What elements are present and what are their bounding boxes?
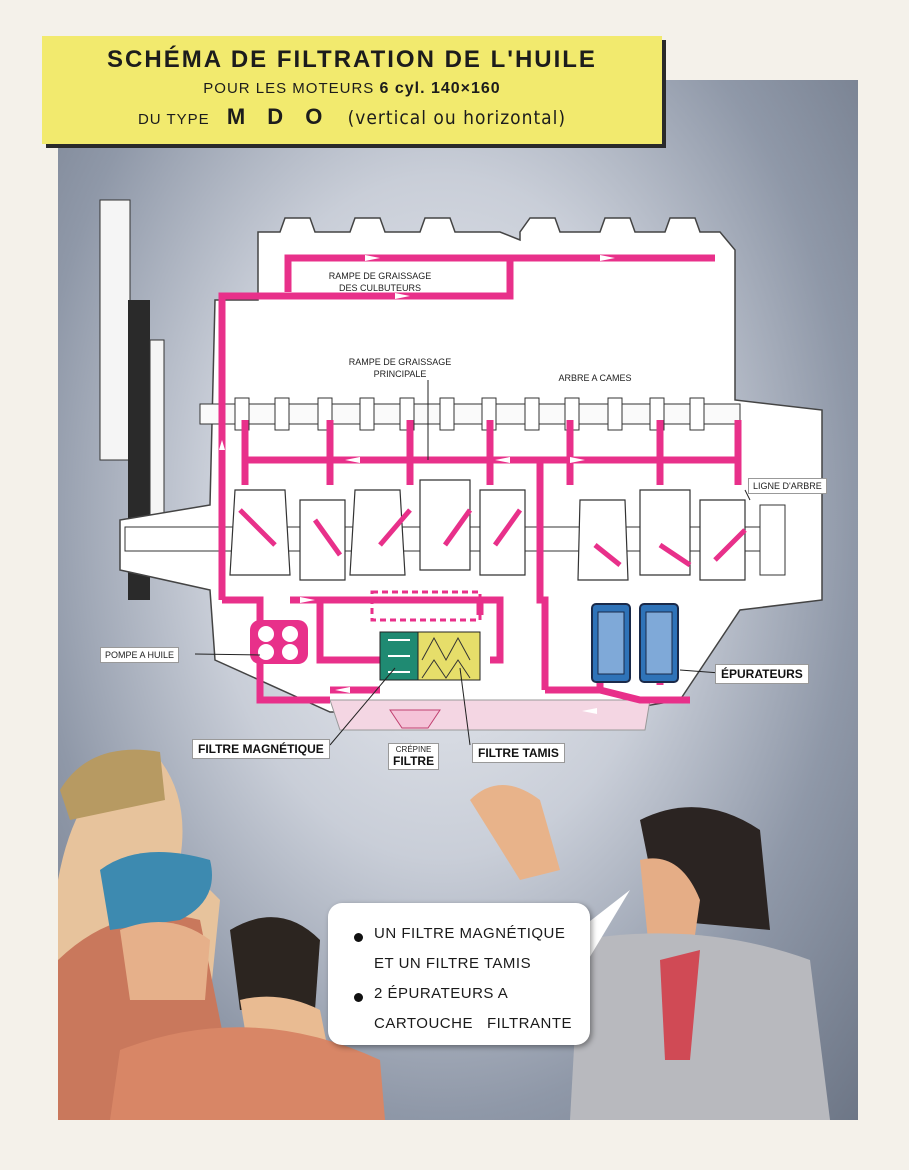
title-line3-pre: DU TYPE	[137, 111, 210, 128]
label-crepine: CRÉPINE	[395, 745, 432, 754]
label-rampe-culbuteurs-2: DES CULBUTEURS	[338, 283, 421, 293]
bullet-2	[354, 993, 363, 1002]
label-rampe-culbuteurs: RAMPE DE GRAISSAGE DES CULBUTEURS	[315, 270, 445, 294]
screen-filter	[417, 631, 481, 681]
bullet-1	[354, 933, 363, 942]
bypass-box	[370, 590, 482, 622]
title-main: SCHÉMA DE FILTRATION DE L'HUILE	[107, 46, 597, 73]
speech-bubble: UN FILTRE MAGNÉTIQUE ET UN FILTRE TAMIS …	[328, 903, 590, 1045]
label-rampe-culbuteurs-1: RAMPE DE GRAISSAGE	[328, 271, 432, 281]
oil-sump	[329, 699, 651, 731]
bubble-tail	[585, 890, 630, 960]
label-rampe-principale-2: PRINCIPALE	[373, 369, 427, 379]
crepine-filter	[389, 709, 441, 729]
camshaft	[199, 403, 741, 425]
bubble-line-1: UN FILTRE MAGNÉTIQUE	[374, 925, 566, 942]
label-crepine-filtre: CRÉPINE FILTRE	[388, 743, 440, 770]
label-filtre-magnetique: FILTRE MAGNÉTIQUE	[192, 739, 330, 759]
label-filtre: FILTRE	[393, 754, 435, 768]
label-ligne-arbre: LIGNE D'ARBRE	[748, 478, 827, 494]
title-subline-1: POUR LES MOTEURS 6 cyl. 140×160	[42, 80, 662, 98]
label-rampe-principale: RAMPE DE GRAISSAGE PRINCIPALE	[335, 356, 465, 380]
label-filtre-tamis: FILTRE TAMIS	[472, 743, 565, 763]
purifier-cartridges	[591, 603, 679, 683]
flywheel-housing	[99, 199, 131, 461]
title-orientation: (vertical ou horizontal)	[347, 107, 567, 129]
bubble-line-2: ET UN FILTRE TAMIS	[374, 955, 532, 972]
title-box: SCHÉMA DE FILTRATION DE L'HUILE POUR LES…	[42, 36, 662, 144]
flow-arrows	[219, 255, 615, 714]
bubble-line-4: CARTOUCHE FILTRANTE	[374, 1015, 573, 1032]
title-line2-bold: 6 cyl. 140×160	[379, 80, 501, 97]
label-epurateurs: ÉPURATEURS	[715, 664, 809, 684]
illustration-people	[58, 749, 830, 1120]
title-subline-2: DU TYPE M D O (vertical ou horizontal)	[42, 104, 662, 130]
oil-pump	[250, 620, 308, 664]
title-line2-pre: POUR LES MOTEURS	[203, 80, 375, 97]
label-pompe-huile: POMPE A HUILE	[100, 647, 180, 663]
title-model: M D O	[226, 104, 331, 129]
engine-block	[119, 217, 823, 713]
crank-oil-paths	[238, 508, 747, 568]
bubble-line-3: 2 ÉPURATEURS A	[374, 985, 509, 1002]
label-arbre-cames: ARBRE A CAMES	[558, 373, 632, 383]
label-rampe-principale-1: RAMPE DE GRAISSAGE	[348, 357, 452, 367]
